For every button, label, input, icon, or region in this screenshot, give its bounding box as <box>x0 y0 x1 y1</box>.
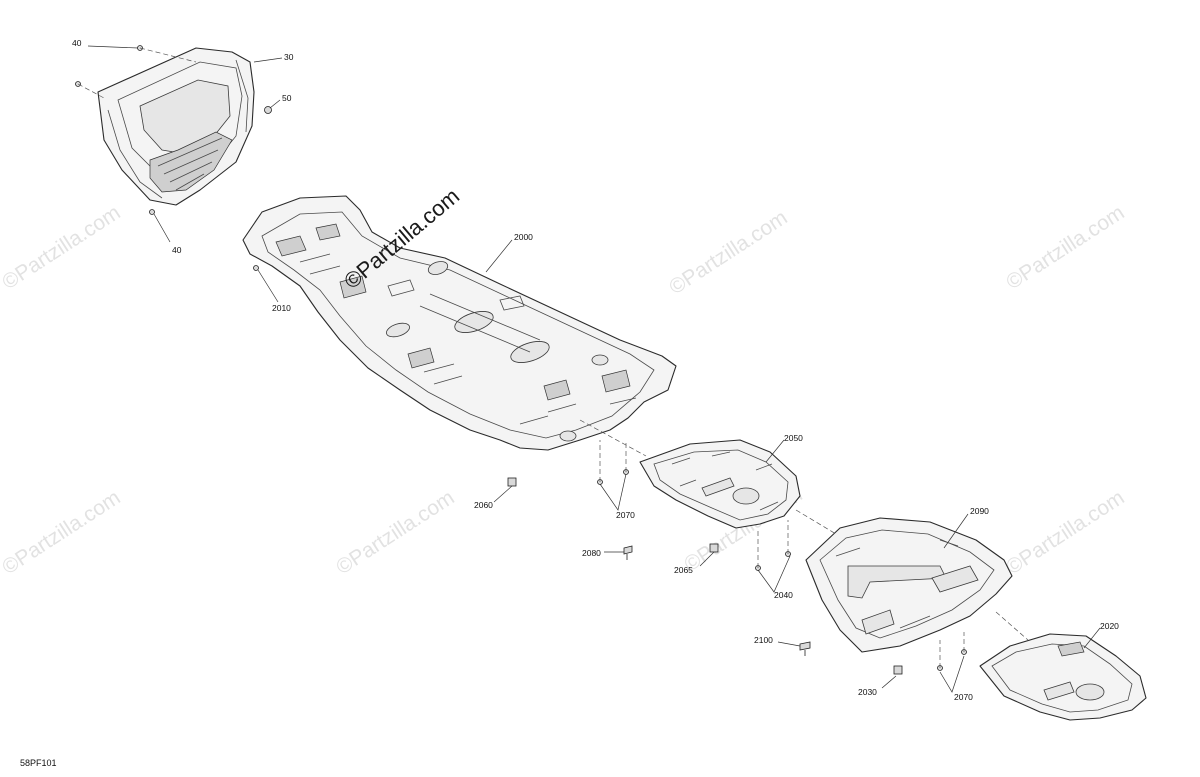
watermark: ©Partzilla.com <box>332 486 458 579</box>
rear-end-skid-plate-part[interactable] <box>979 633 1147 721</box>
callout-2080: 2080 <box>582 548 601 558</box>
callout-2060: 2060 <box>474 500 493 510</box>
callout-2040: 2040 <box>774 590 793 600</box>
callout-2090: 2090 <box>970 506 989 516</box>
callouts: 40 30 50 40 2000 2010 2050 2060 2070 208… <box>72 38 1119 702</box>
callout-2100: 2100 <box>754 635 773 645</box>
watermark: ©Partzilla.com <box>0 486 125 579</box>
rivet-icon <box>253 265 259 271</box>
watermark: ©Partzilla.com <box>1002 486 1128 579</box>
diagram-code: 58PF101 <box>20 758 57 768</box>
clip-icon <box>709 543 719 553</box>
pin-icon <box>623 545 633 560</box>
clip-icon <box>507 477 517 487</box>
assembly-lines <box>77 47 1029 668</box>
watermark: ©Partzilla.com <box>0 201 125 294</box>
callout-2000: 2000 <box>514 232 533 242</box>
main-skid-plate-part[interactable] <box>242 195 677 451</box>
callout-2070: 2070 <box>616 510 635 520</box>
middle-skid-plate-part[interactable] <box>639 439 801 529</box>
watermark: ©Partzilla.com <box>1002 201 1128 294</box>
clip-icon <box>893 665 903 675</box>
callout-2070: 2070 <box>954 692 973 702</box>
watermark: ©Partzilla.com <box>665 206 791 299</box>
callout-40: 40 <box>72 38 82 48</box>
callout-2010: 2010 <box>272 303 291 313</box>
front-bumper-part[interactable] <box>97 47 255 206</box>
pin-icon <box>799 641 811 656</box>
callout-2020: 2020 <box>1100 621 1119 631</box>
callout-2050: 2050 <box>784 433 803 443</box>
rear-skid-plate-part[interactable] <box>805 517 1013 653</box>
leader-lines <box>87 45 1101 693</box>
callout-2030: 2030 <box>858 687 877 697</box>
callout-30: 30 <box>284 52 294 62</box>
callout-50: 50 <box>282 93 292 103</box>
callout-40: 40 <box>172 245 182 255</box>
callout-2065: 2065 <box>674 565 693 575</box>
nut-icon <box>264 106 272 114</box>
screw-icon <box>149 209 155 215</box>
